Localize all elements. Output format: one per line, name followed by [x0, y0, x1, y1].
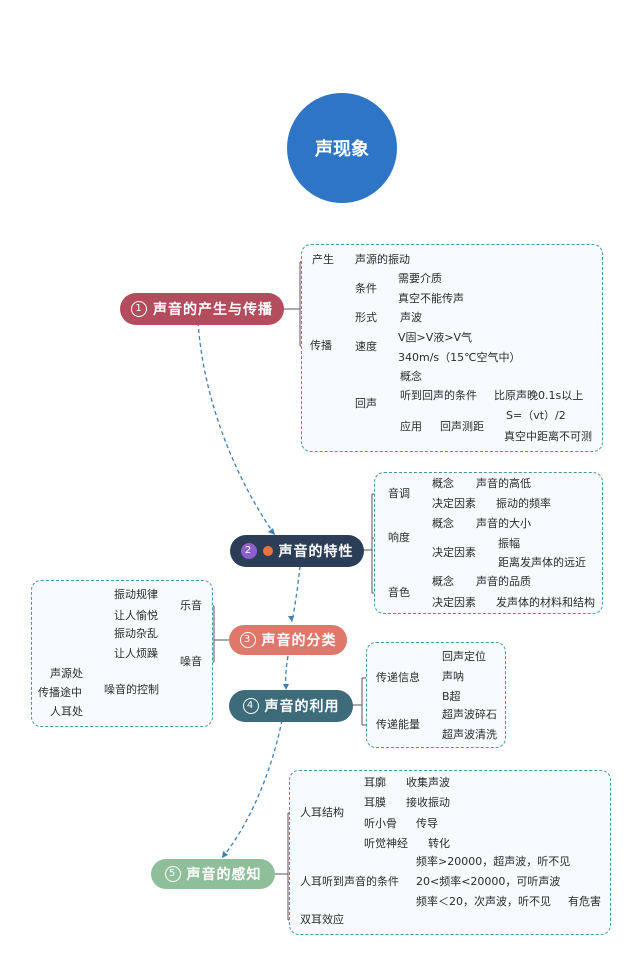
b5-xiaogu-value: 传导: [416, 817, 438, 830]
b1-xingshi: 形式: [355, 311, 377, 324]
b1-sudu-2: 340m/s（15℃空气中）: [398, 351, 521, 364]
b2-yindiao-jueding-value: 振动的频率: [496, 497, 551, 510]
branch3-topic[interactable]: 3 声音的分类: [229, 625, 347, 655]
branch1-detail-box: [301, 244, 603, 452]
b1-cesheng: 回声测距: [440, 420, 484, 433]
b4-xinxi-1: 回声定位: [442, 650, 486, 663]
branch2-number: 2: [240, 543, 257, 559]
b2-xiangdu-jueding-1: 振幅: [498, 537, 520, 550]
b1-tiaojian-2: 真空不能传声: [398, 292, 464, 305]
b3-kongzhi-3: 人耳处: [50, 705, 83, 718]
branch2-topic[interactable]: 2 声音的特性: [230, 535, 364, 567]
b1-tiaojian: 条件: [355, 282, 377, 295]
branch3-number: 3: [239, 632, 256, 648]
branch5-detail-box: [289, 770, 611, 935]
b2-yinse-gainian: 概念: [432, 575, 454, 588]
branch3-detail-box: [31, 580, 213, 727]
b5-tiaojian-2: 20<频率<20000，可听声波: [416, 875, 561, 888]
b2-yindiao-jueding: 决定因素: [432, 497, 476, 510]
b2-yinse: 音色: [388, 586, 410, 599]
branch1-label: 声音的产生与传播: [153, 302, 273, 318]
b5-shuanger: 双耳效应: [300, 913, 344, 926]
b5-youweihai: 有危害: [568, 895, 601, 908]
branch5-topic[interactable]: 5 声音的感知: [151, 859, 275, 889]
b5-ermo-value: 接收振动: [406, 796, 450, 809]
branch4-detail-box: [366, 642, 506, 748]
b1-xingshi-value: 声波: [400, 311, 422, 324]
b2-yinse-gainian-value: 声音的品质: [476, 575, 531, 588]
root-topic[interactable]: 声现象: [287, 93, 397, 203]
b2-yinse-jueding: 决定因素: [432, 596, 476, 609]
b3-yueyin-2: 让人愉悦: [114, 609, 158, 622]
b1-tingdao: 听到回声的条件: [400, 389, 477, 402]
b4-nengliang-1: 超声波碎石: [442, 708, 497, 721]
branch2-label: 声音的特性: [278, 544, 354, 560]
b1-cesheng-1: S=（vt）/2: [506, 409, 566, 422]
b5-ermo: 耳膜: [364, 796, 386, 809]
b2-yindiao-gainian-value: 声音的高低: [476, 477, 531, 490]
b3-kongzhi-2: 传播途中: [38, 686, 82, 699]
b1-tiaojian-1: 需要介质: [398, 272, 442, 285]
b2-xiangdu-jueding-2: 距离发声体的远近: [498, 556, 586, 569]
b3-zaoyin-1: 振动杂乱: [114, 627, 158, 640]
b1-tingdao-value: 比原声晚0.1s以上: [494, 389, 584, 402]
b1-chansheng: 产生: [312, 253, 334, 266]
b1-cesheng-2: 真空中距离不可测: [504, 430, 592, 443]
b2-yindiao: 音调: [388, 487, 410, 500]
b3-zaoyin: 噪音: [180, 655, 202, 668]
b5-xiaogu: 听小骨: [364, 817, 397, 830]
b5-jiegou: 人耳结构: [300, 806, 344, 819]
b2-yindiao-gainian: 概念: [432, 477, 454, 490]
b1-chansheng-value: 声源的振动: [355, 253, 410, 266]
b2-xiangdu-gainian: 概念: [432, 517, 454, 530]
branch5-label: 声音的感知: [186, 867, 262, 883]
b3-kongzhi: 噪音的控制: [104, 683, 159, 696]
b3-yueyin-1: 振动规律: [114, 588, 158, 601]
branch5-number: 5: [164, 866, 181, 882]
b2-xiangdu-jueding: 决定因素: [432, 546, 476, 559]
b5-shenjing: 听觉神经: [364, 837, 408, 850]
b1-yingyong: 应用: [400, 420, 422, 433]
branch1-topic[interactable]: 1 声音的产生与传播: [120, 293, 284, 325]
b2-xiangdu: 响度: [388, 531, 410, 544]
b3-zaoyin-2: 让人烦躁: [114, 647, 158, 660]
b5-tiaojian-3: 频率＜20，次声波，听不见: [416, 895, 551, 908]
branch4-topic[interactable]: 4 声音的利用: [229, 690, 353, 722]
b4-nengliang: 传递能量: [376, 718, 420, 731]
b4-nengliang-2: 超声波清洗: [442, 728, 497, 741]
b5-erkuo-value: 收集声波: [406, 776, 450, 789]
branch4-number: 4: [242, 698, 259, 714]
branch1-number: 1: [131, 301, 147, 317]
b1-sudu-1: V固>V液>V气: [398, 331, 473, 344]
b4-xinxi: 传递信息: [376, 671, 420, 684]
b5-erkuo: 耳廓: [364, 776, 386, 789]
b1-gainian: 概念: [400, 370, 422, 383]
branch3-label: 声音的分类: [261, 633, 337, 649]
b4-xinxi-3: B超: [442, 690, 461, 703]
b2-xiangdu-gainian-value: 声音的大小: [476, 517, 531, 530]
b5-tiaojian-1: 频率>20000，超声波，听不见: [416, 855, 571, 868]
b1-sudu: 速度: [355, 340, 377, 353]
b4-xinxi-2: 声呐: [442, 670, 464, 683]
branch4-label: 声音的利用: [264, 699, 340, 715]
b3-yueyin: 乐音: [180, 599, 202, 612]
b5-shenjing-value: 转化: [428, 837, 450, 850]
b1-huisheng: 回声: [355, 397, 377, 410]
hand-icon: [262, 546, 273, 556]
b2-yinse-jueding-value: 发声体的材料和结构: [496, 596, 595, 609]
b5-tiaojian: 人耳听到声音的条件: [300, 875, 399, 888]
b3-kongzhi-1: 声源处: [50, 667, 83, 680]
branch2-detail-box: [374, 472, 603, 614]
b1-chuanbo: 传播: [310, 339, 332, 352]
